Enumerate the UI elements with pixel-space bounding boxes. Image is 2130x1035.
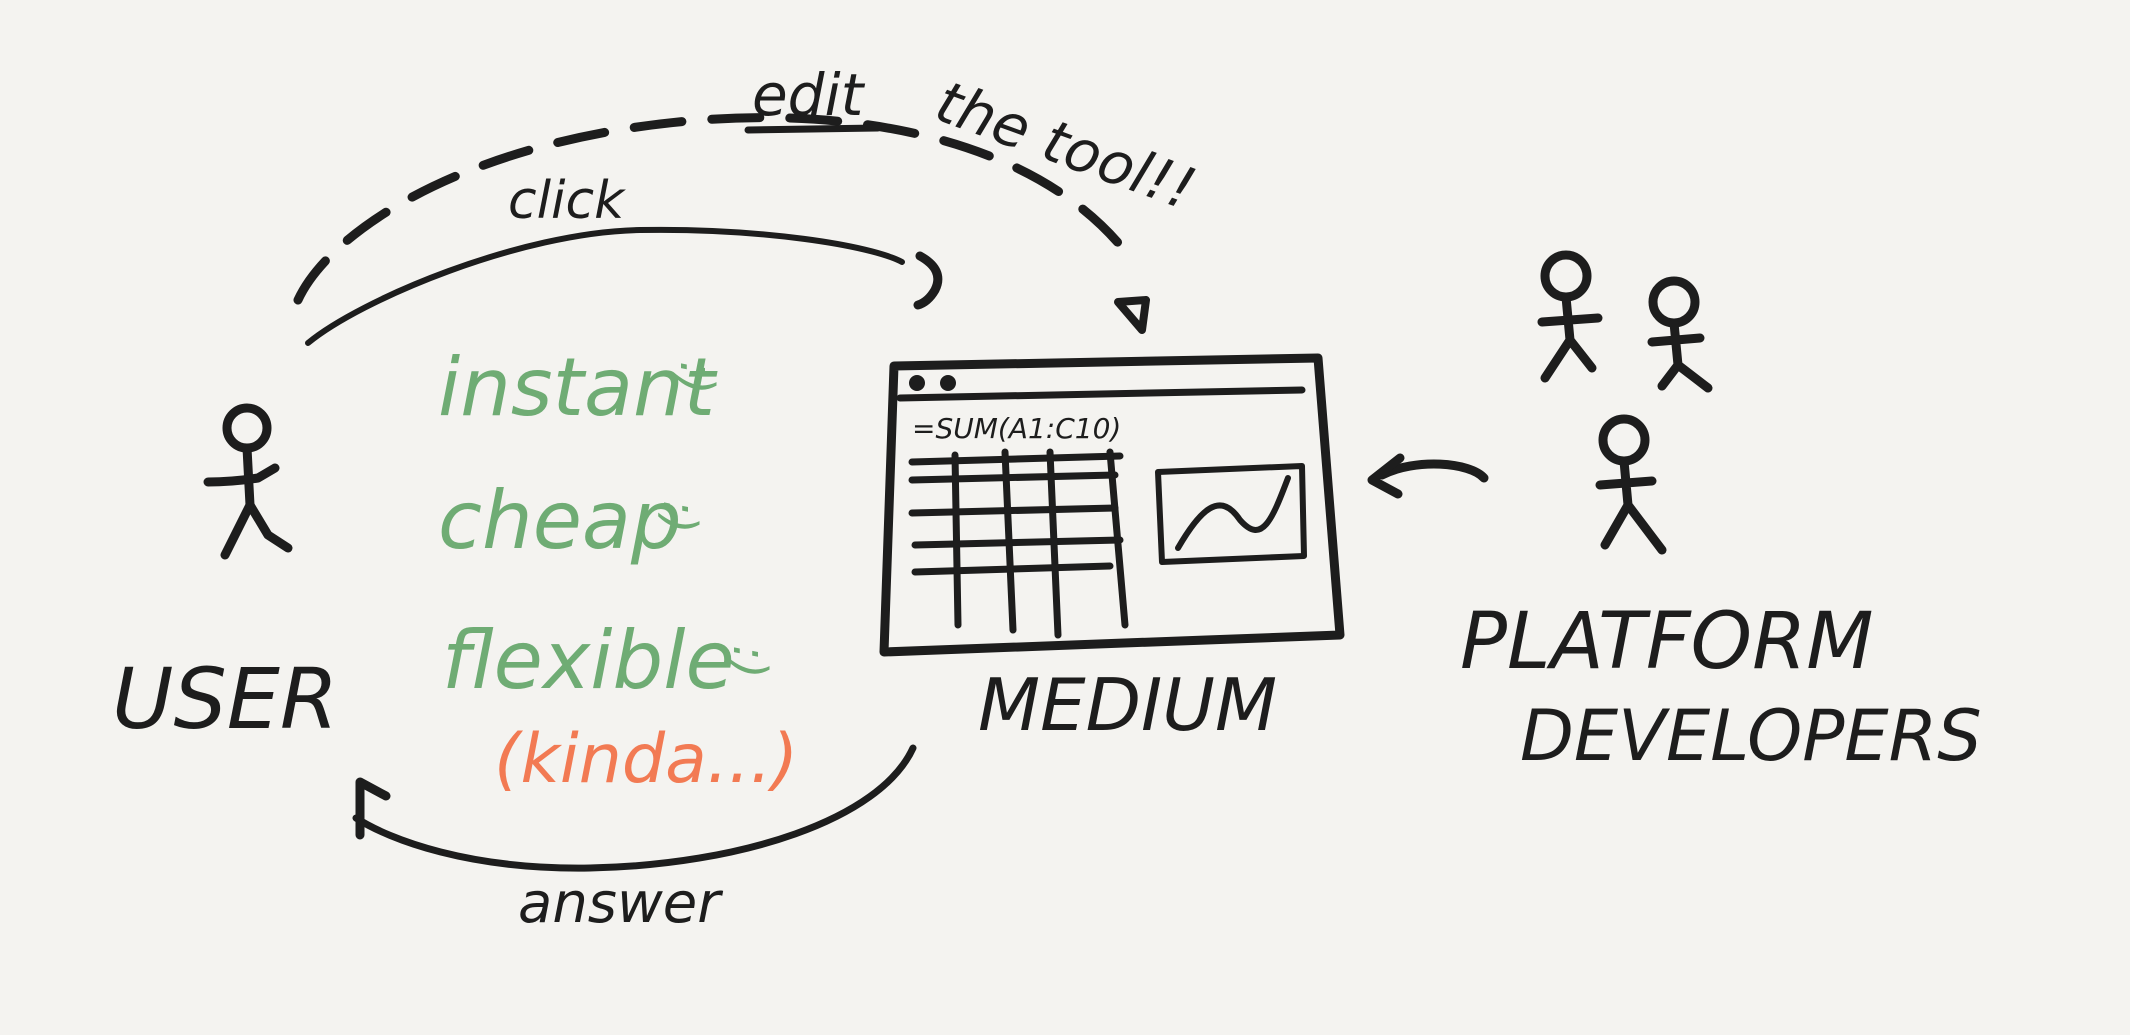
answer-label: answer <box>518 871 723 936</box>
edit-tool-arrowhead-icon <box>1114 296 1150 334</box>
window-dot-icon <box>909 375 925 391</box>
window-dot-icon <box>940 375 956 391</box>
developer-figure <box>1537 250 1603 383</box>
edit-label: edit <box>752 61 866 129</box>
the-tool-label: the tool!! <box>927 67 1204 223</box>
spreadsheet-grid <box>908 448 1129 639</box>
quality-instant: instant <box>438 341 718 434</box>
edit-tool-dashed-arrow <box>293 113 1125 305</box>
user-stick-figure <box>203 403 293 560</box>
smiley-icon: :) <box>670 361 724 394</box>
platform-label: PLATFORM <box>1460 597 1874 687</box>
qualities-list: instant :) cheap :) flexible :) <box>438 341 777 707</box>
smiley-icon: :) <box>723 645 777 678</box>
developer-figure <box>1647 276 1713 393</box>
line-chart-panel <box>1155 463 1307 565</box>
kinda-caveat: (kinda...) <box>494 720 798 799</box>
click-label: click <box>508 171 626 231</box>
developer-figure <box>1595 414 1667 555</box>
click-arrow <box>305 226 943 346</box>
quality-flexible: flexible <box>442 614 735 707</box>
window-frame <box>879 353 1345 657</box>
medium-spreadsheet-window: =SUM(A1:C10) <box>879 353 1345 657</box>
answer-arrow <box>352 744 917 872</box>
developers-arrow <box>1367 453 1489 499</box>
smiley-icon: :) <box>653 500 707 533</box>
formula-bar-text: =SUM(A1:C10) <box>912 412 1121 445</box>
quality-cheap: cheap <box>438 474 682 567</box>
medium-label: MEDIUM <box>978 663 1277 747</box>
developers-label: DEVELOPERS <box>1520 695 1982 777</box>
edit-underline <box>744 124 882 134</box>
user-label: USER <box>112 650 338 748</box>
window-titlebar-line <box>896 386 1306 402</box>
